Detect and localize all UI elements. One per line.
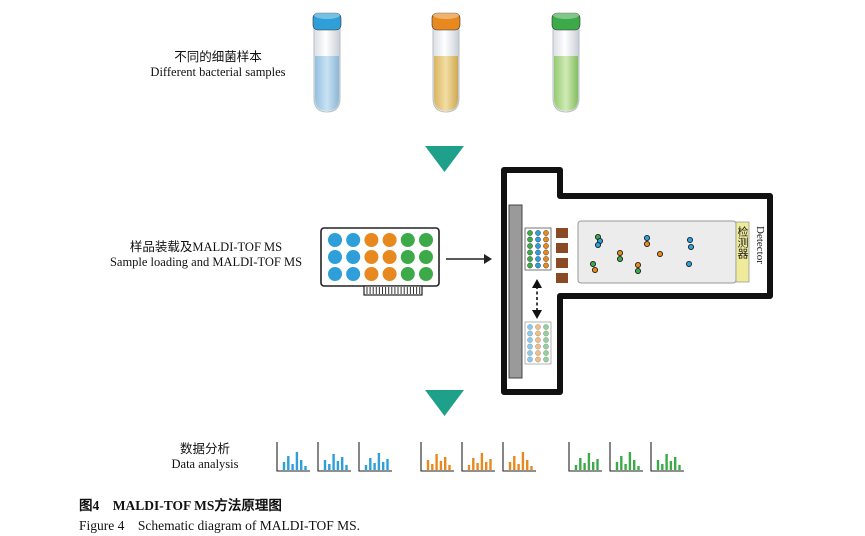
spectrum-green-2 <box>609 442 643 472</box>
plate-well <box>328 250 342 264</box>
ion <box>688 243 695 250</box>
target-plate-active <box>524 227 552 271</box>
plate-well <box>400 233 415 247</box>
target-plate-standby <box>524 321 552 365</box>
ion <box>635 267 642 274</box>
ion <box>644 240 651 247</box>
electrode-2 <box>556 243 568 253</box>
analysis-label-cn: 数据分析 <box>179 442 230 456</box>
electrode-4 <box>556 273 568 283</box>
ion <box>635 261 642 268</box>
ion <box>687 236 694 243</box>
maldi-tof-instrument: 检测器 Detector <box>501 167 773 395</box>
ion <box>617 255 624 262</box>
analysis-label-en: Data analysis <box>171 457 239 471</box>
test-tube-green <box>551 11 581 113</box>
spectrum-blue-3 <box>358 442 392 472</box>
spectrum-blue-1 <box>276 442 310 472</box>
plate-well <box>328 267 342 281</box>
plate-well <box>346 233 361 247</box>
plate-well <box>382 250 397 264</box>
down-arrow-bottom <box>425 390 464 416</box>
plate-well <box>364 267 379 281</box>
figure-caption-en: Figure 4 Schematic diagram of MALDI-TOF … <box>79 518 360 533</box>
loading-label-en: Sample loading and MALDI-TOF MS <box>109 255 303 269</box>
plate-well <box>419 250 433 264</box>
ion <box>686 260 693 267</box>
loading-label-cn: 样品装载及MALDI-TOF MS <box>129 240 283 254</box>
plate-well <box>364 233 379 247</box>
spectrum-orange-3 <box>502 442 536 472</box>
samples-label-cn: 不同的细菌样本 <box>174 50 262 64</box>
plate-well <box>400 267 415 281</box>
detector-label-en: Detector <box>754 226 766 264</box>
electrode-3 <box>556 258 568 268</box>
ion <box>592 266 599 273</box>
figure-caption-cn: 图4 MALDI-TOF MS方法原理图 <box>79 498 282 513</box>
right-arrow <box>446 254 492 264</box>
plate-well <box>382 267 397 281</box>
samples-label-en: Different bacterial samples <box>150 65 286 79</box>
plate-well <box>346 267 361 281</box>
test-tube-orange <box>431 11 461 113</box>
detector-label-cn: 检测器 <box>736 225 749 260</box>
spectrum-green-1 <box>568 442 602 472</box>
spectrum-green-3 <box>650 442 684 472</box>
plate-well <box>346 250 361 264</box>
flight-tube <box>577 220 737 284</box>
plate-well <box>419 267 433 281</box>
sample-holder-rail <box>508 204 523 379</box>
ion <box>595 241 602 248</box>
spectrum-orange-2 <box>461 442 495 472</box>
ion <box>617 249 624 256</box>
ion <box>644 234 651 241</box>
plate-well <box>328 233 342 247</box>
plate-well <box>419 233 433 247</box>
sample-plate <box>320 227 440 296</box>
test-tube-blue <box>312 11 342 113</box>
plate-well <box>364 250 379 264</box>
move-double-arrow <box>532 279 542 319</box>
electrode-1 <box>556 228 568 238</box>
plate-well <box>382 233 397 247</box>
ion <box>657 250 664 257</box>
spectrum-blue-2 <box>317 442 351 472</box>
plate-well <box>400 250 415 264</box>
detector-panel <box>735 221 750 283</box>
ion <box>590 260 597 267</box>
spectrum-orange-1 <box>420 442 454 472</box>
down-arrow-top <box>425 146 464 172</box>
